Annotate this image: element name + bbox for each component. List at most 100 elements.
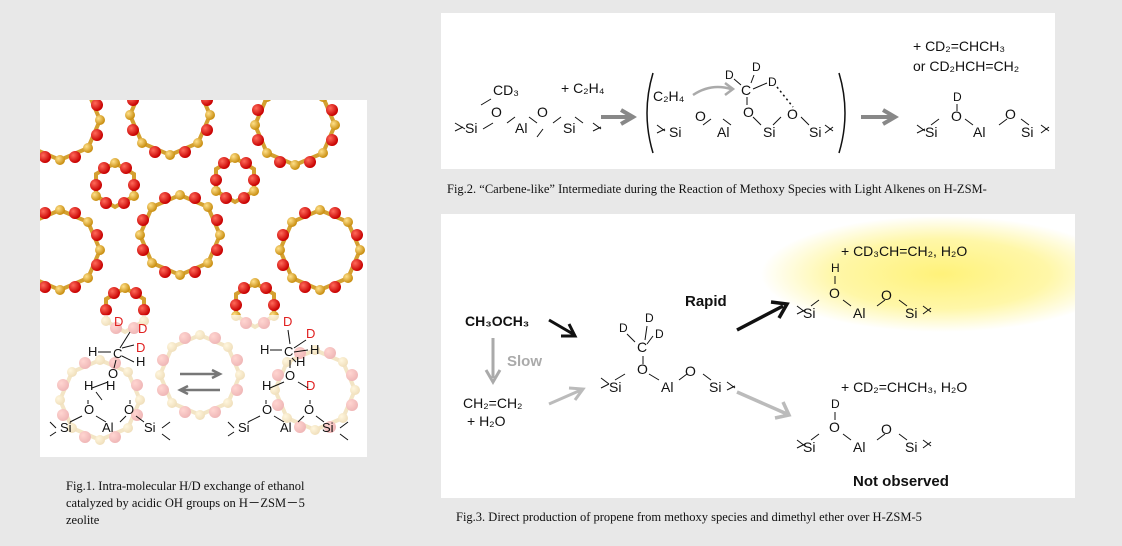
al-atom: Al [661,379,673,395]
fig2-panel: CD₃ O Si Al O Si + C₂H₄ C₂H₄ D D C D O O… [441,13,1055,169]
si-atom: Si [322,420,334,435]
h-atom: H [136,354,145,369]
d-atom: D [306,326,315,341]
h-atom: H [106,378,115,393]
product-line1: + CD₂=CHCH₃ [913,38,1005,54]
si-atom: Si [144,420,156,435]
si-atom: Si [60,420,72,435]
si-atom: Si [465,120,477,136]
fig2-caption: Fig.2. “Carbene-like” Intermediate durin… [447,182,987,196]
c-atom: C [741,82,751,98]
c-atom: C [284,344,293,359]
o-atom: O [262,402,272,417]
ethene-label: CH₂=CH₂ [463,395,523,411]
si-atom: Si [563,120,575,136]
bottom-product-label: + CD₂=CHCH₃, H₂O [841,379,967,395]
h-atom: H [296,354,305,369]
si-atom: Si [803,439,815,455]
o-atom: O [537,104,548,120]
ethanol-right: D D H C H H O H D O O Si Al Si [227,314,349,441]
equilibrium-arrows [177,368,223,396]
o-atom: O [108,366,118,381]
highlight-glow [761,216,1121,332]
top-product-label: + CD₃CH=CH₂, H₂O [841,243,967,259]
fig3-caption: Fig.3. Direct production of propene from… [456,510,922,524]
al-atom: Al [717,124,729,140]
d-atom: D [768,75,777,89]
curved-arrow [692,85,732,97]
d-atom: D [136,340,145,355]
h-atom: H [310,342,319,357]
c2h4-label: C₂H₄ [653,88,685,104]
d-atom: D [953,90,962,104]
left-bracket [646,72,654,154]
o-atom: O [1005,106,1016,122]
o-atom: O [285,368,295,383]
product-line2: or CD₂HCH=CH₂ [913,58,1019,74]
h-atom: H [84,378,93,393]
si-atom: Si [1021,124,1033,140]
o-atom: O [951,108,962,124]
si-atom: Si [809,124,821,140]
si-atom: Si [925,124,937,140]
al-atom: Al [102,420,114,435]
al-atom: Al [515,120,527,136]
si-atom: Si [905,305,917,321]
d-atom: D [138,321,147,336]
fig1-caption-line2: catalyzed by acidic OH groups on H－ZSM－5 [66,496,305,510]
reaction-arrow-2 [861,108,899,126]
fig3-panel: CH₃OCH₃ Slow CH₂=CH₂ + H₂O D D D C O Si … [441,214,1121,498]
plus-c2h4: + C₂H₄ [561,80,605,96]
h-atom: H [88,344,97,359]
fig1-caption-line1: Fig.1. Intra-molecular H/D exchange of e… [66,479,305,493]
d-atom: D [752,60,761,74]
o-atom: O [685,363,696,379]
o-atom: O [84,402,94,417]
slow-label: Slow [507,353,542,370]
si-atom: Si [709,379,721,395]
o-atom: O [124,402,134,417]
si-atom: Si [803,305,815,321]
propene-production-diagram: CH₃OCH₃ Slow CH₂=CH₂ + H₂O D D D C O Si … [463,216,1121,490]
si-atom: Si [609,379,621,395]
o-atom: O [743,104,754,120]
cd3-label: CD₃ [493,82,519,98]
zeolite-framework-diagram: D D D H C H O H H O O Si Al Si D D H C [13,68,367,457]
dme-label: CH₃OCH₃ [465,313,529,329]
d-atom: D [283,314,292,329]
not-observed-label: Not observed [853,473,949,490]
si-atom: Si [905,439,917,455]
si-atom: Si [669,124,681,140]
carbene-mechanism-diagram: CD₃ O Si Al O Si + C₂H₄ C₂H₄ D D C D O O… [454,38,1050,154]
si-atom: Si [238,420,250,435]
o-atom: O [491,104,502,120]
h-atom: H [831,261,840,275]
water-label: + H₂O [467,413,506,429]
al-atom: Al [280,420,292,435]
o-atom: O [829,285,840,301]
rapid-label: Rapid [685,293,727,310]
c-atom: C [113,346,122,361]
d-atom: D [114,314,123,329]
fig1-caption: Fig.1. Intra-molecular H/D exchange of e… [66,478,366,529]
al-atom: Al [973,124,985,140]
o-atom: O [829,419,840,435]
gray-arrow-1 [548,386,586,406]
black-arrow-1 [548,318,578,338]
d-atom: D [306,378,315,393]
slow-arrow [484,338,502,385]
h-atom: H [260,342,269,357]
d-atom: D [831,397,840,411]
c-atom: C [637,339,647,355]
o-atom: O [695,108,706,124]
ethanol-left: D D D H C H O H H O O Si Al Si [49,314,171,441]
d-atom: D [655,327,664,341]
d-atom: D [619,321,628,335]
not-observed-arrow [736,390,792,420]
rapid-arrow [736,300,790,332]
o-atom: O [637,361,648,377]
reaction-arrow [601,108,637,126]
si-atom: Si [763,124,775,140]
right-bracket [838,72,846,154]
o-atom: O [881,287,892,303]
